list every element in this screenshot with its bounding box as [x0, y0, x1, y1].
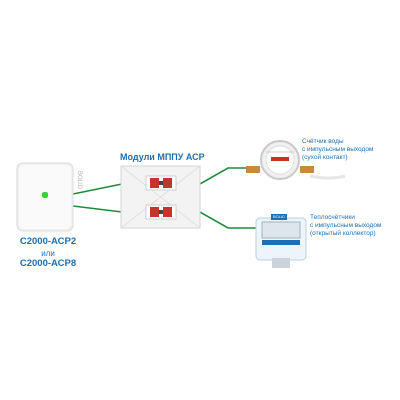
heat-meter-label-line1: Теплосчётчики [310, 214, 355, 221]
module-block [120, 165, 201, 229]
heat-meter-label-line3: (открытый коллектор) [310, 230, 376, 237]
water-meter-label-line1: Счётчик воды [302, 138, 344, 145]
modules-title: Модули МППУ АСР [120, 152, 205, 162]
heat-meter-label-line2: с импульсным выходом [310, 222, 382, 229]
heat-meter-brand-logo: BOLID [272, 214, 285, 219]
heat-meter-label: Теплосчётчики с импульсным выходом (откр… [310, 214, 400, 238]
controller-led-icon [42, 192, 48, 198]
water-meter-device [246, 140, 346, 180]
mppu-module-1 [145, 175, 177, 191]
controller-connector-text: или [41, 249, 55, 258]
water-meter-label: Счётчик воды с импульсным выходом (сухой… [302, 138, 400, 162]
mppu-module-2 [145, 204, 177, 220]
controller-device: BOLID [16, 162, 82, 232]
controller-name-primary: С2000-АСР2 [19, 236, 77, 247]
controller-brand-logo: BOLID [76, 171, 82, 190]
water-meter-label-line3: (сухой контакт) [302, 154, 348, 161]
water-meter-label-line2: с импульсным выходом [302, 146, 374, 153]
controller-name-secondary: С2000-АСР8 [19, 258, 77, 269]
heat-meter-device [255, 214, 307, 268]
